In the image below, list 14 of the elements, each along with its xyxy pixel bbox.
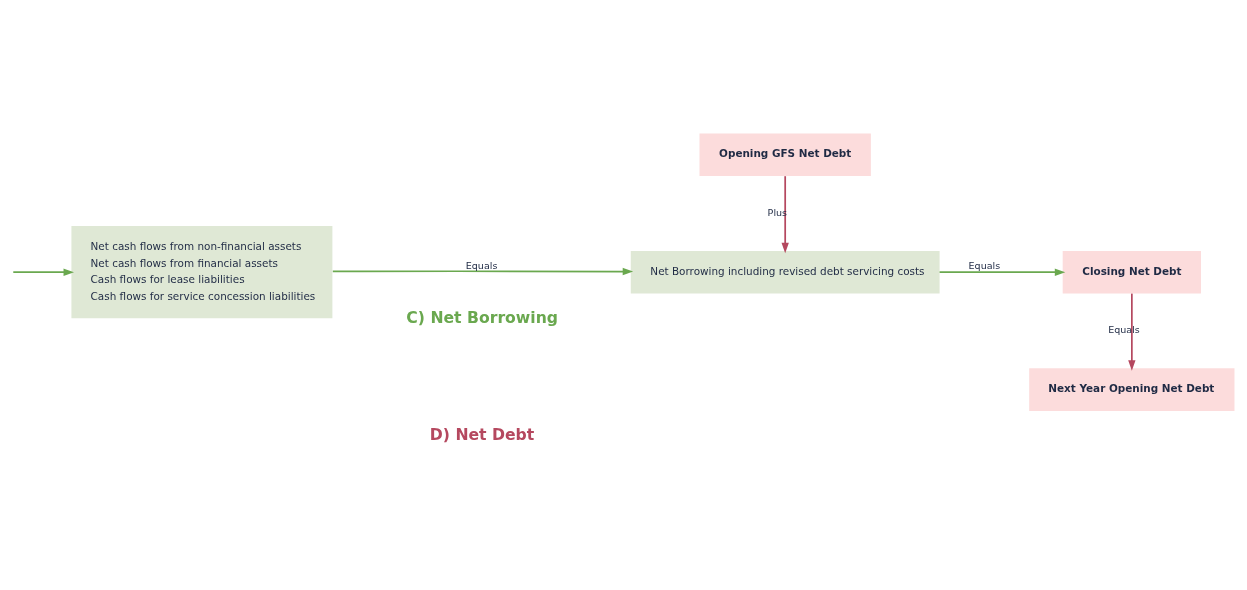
arrow: [781, 174, 789, 253]
edge-label: Equals: [968, 259, 1001, 271]
arrow: [1128, 292, 1136, 371]
node-box: Closing Net Debt: [1062, 250, 1201, 294]
arrow: [938, 268, 1066, 276]
node-box: Net cash flows from non-financial assets Net cash flows from financial assets Cash flows for lease liabilities Cash flows for service concession liabilities: [71, 225, 333, 318]
node-box: Opening GFS Net Debt: [699, 133, 871, 176]
label: C) Net Borrowing: [406, 307, 559, 327]
label: D) Net Debt: [429, 424, 535, 444]
edge-label: Equals: [465, 259, 498, 271]
node-box: Net Borrowing including revised debt servicing costs: [630, 250, 940, 294]
arrow: [12, 268, 74, 276]
node-box: Next Year Opening Net Debt: [1029, 367, 1235, 411]
arrow: [331, 267, 634, 275]
